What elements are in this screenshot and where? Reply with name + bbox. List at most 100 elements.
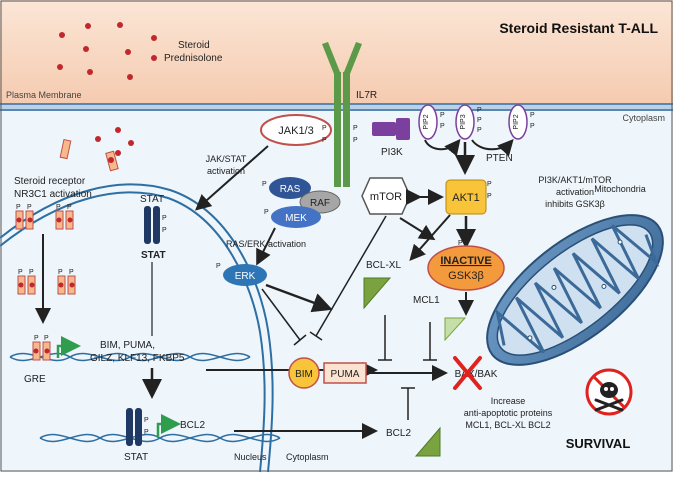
svg-text:P: P (16, 204, 21, 211)
pi3k-path-line2: activation (556, 187, 594, 197)
mek-node (271, 206, 321, 228)
bcl2-gene-label: BCL2 (180, 420, 205, 431)
skull-icon (585, 368, 633, 416)
pip3 (455, 104, 475, 140)
gre-label: GRE (24, 374, 46, 385)
receptor-activation-line1: Steroid receptor (14, 176, 86, 187)
svg-text:P: P (58, 269, 63, 276)
pten-label: PTEN (486, 153, 513, 164)
pip2-right (508, 104, 528, 140)
pip2r-p2: P (530, 123, 535, 130)
stat-bold-label: STAT (141, 250, 166, 261)
il7r-p1: P (353, 125, 358, 132)
puma-node (323, 362, 367, 384)
pip2-to-pip3-arrow (424, 138, 461, 157)
stat-top-p1: P (162, 215, 167, 222)
target-genes-line1: BIM, PUMA, (100, 340, 155, 351)
bcl2-inhibit-bim (401, 387, 415, 420)
erk-p: P (216, 263, 221, 270)
steroid-label: Steroid (178, 40, 210, 51)
stat-top-p2: P (162, 227, 167, 234)
jak-to-stat-arrow (195, 145, 269, 211)
jak-label: JAK1/3 (278, 125, 313, 137)
raf-label: RAF (310, 198, 330, 209)
akt1-p2: P (487, 193, 492, 200)
bclxl-label: BCL-XL (366, 260, 401, 271)
svg-text:P: P (18, 269, 23, 276)
gsk3b-node (427, 245, 505, 291)
gsk3b-p: P (458, 240, 463, 247)
bcl2-triangle (414, 426, 441, 457)
ras-node (269, 177, 311, 199)
pi3k-label: PI3K (381, 147, 403, 158)
stat-dimer-bottom (126, 408, 142, 446)
mitochondria-icon (486, 214, 664, 366)
stat-dimer-top (144, 206, 160, 244)
jakstat-label-line1: JAK/STAT (206, 154, 247, 164)
mcl1-triangle (444, 317, 467, 342)
pip2-p2: P (440, 123, 445, 130)
pip2r-p1: P (530, 112, 535, 119)
stat-bottom-p2: P (144, 429, 149, 436)
pip2-left-label: PIP2 (423, 114, 430, 129)
cross-icon (453, 356, 482, 390)
pi3k-path-line1: PI3K/AKT1/mTOR (538, 175, 612, 185)
pip3-p3: P (477, 127, 482, 134)
mek-label: MEK (285, 213, 307, 224)
erk-to-bclxl-arrow (265, 283, 333, 313)
pip3-p1: P (477, 107, 482, 114)
pip3-label: PIP3 (460, 114, 467, 129)
akt1-label: AKT1 (452, 192, 480, 204)
svg-text:P: P (34, 335, 39, 342)
increase-line3: MCL1, BCL-XL BCL2 (465, 420, 550, 430)
bcl2-label: BCL2 (386, 428, 411, 439)
transcription-arrow-bcl2 (156, 414, 181, 438)
jak-p1: P (322, 125, 327, 132)
receptor-activation-line2: NR3C1 activation (14, 189, 92, 200)
rasrek-label: RAS/ERK activation (226, 239, 306, 249)
cytoplasm-label-2: Cytoplasm (286, 452, 329, 462)
mtor-to-gsk-arrow (399, 217, 436, 241)
pip3-to-pip2-arrow (471, 139, 514, 157)
erk-node (223, 264, 267, 286)
nucleus-label: Nucleus (234, 452, 267, 462)
jak-p2: P (322, 137, 327, 144)
mek-to-erk-arrow (256, 227, 276, 266)
baxbak-label: BAX/BAK (455, 369, 498, 380)
mtor-label: mTOR (370, 191, 402, 203)
erk-inhibit-bim (261, 288, 307, 346)
stat-bottom-p1: P (144, 417, 149, 424)
akt1-node (445, 179, 487, 215)
bim-node (288, 357, 320, 389)
akt1-p1: P (487, 181, 492, 188)
il7r-label: IL7R (356, 90, 377, 101)
dna-strand-top (9, 352, 251, 362)
mcl1-inhibit-bax (423, 322, 437, 361)
svg-text:P: P (56, 204, 61, 211)
pip2-right-label: PIP2 (513, 114, 520, 129)
mcl1-label: MCL1 (413, 295, 440, 306)
plasma-membrane-label: Plasma Membrane (6, 90, 82, 100)
mtor-node (361, 177, 411, 215)
page-title: Steroid Resistant T-ALL (499, 20, 658, 36)
puma-label: PUMA (331, 369, 360, 380)
target-genes-line2: GILZ, KLF13, FKBP5 (90, 353, 185, 364)
ras-label: RAS (280, 184, 301, 195)
akt-to-bclxl-arrow (409, 214, 451, 261)
steroid-receptor-bound (105, 150, 119, 172)
il7r-p2: P (353, 137, 358, 144)
gsk3b-label: GSK3β (448, 270, 484, 282)
ras-p: P (262, 181, 267, 188)
survival-label: SURVIVAL (566, 436, 631, 451)
stat-top-label: STAT (140, 194, 164, 205)
bclxl-inhibit-bax (378, 315, 392, 361)
steroid-receptor (59, 138, 72, 160)
bclxl-triangle (363, 277, 392, 310)
prednisolone-molecules (57, 22, 157, 156)
